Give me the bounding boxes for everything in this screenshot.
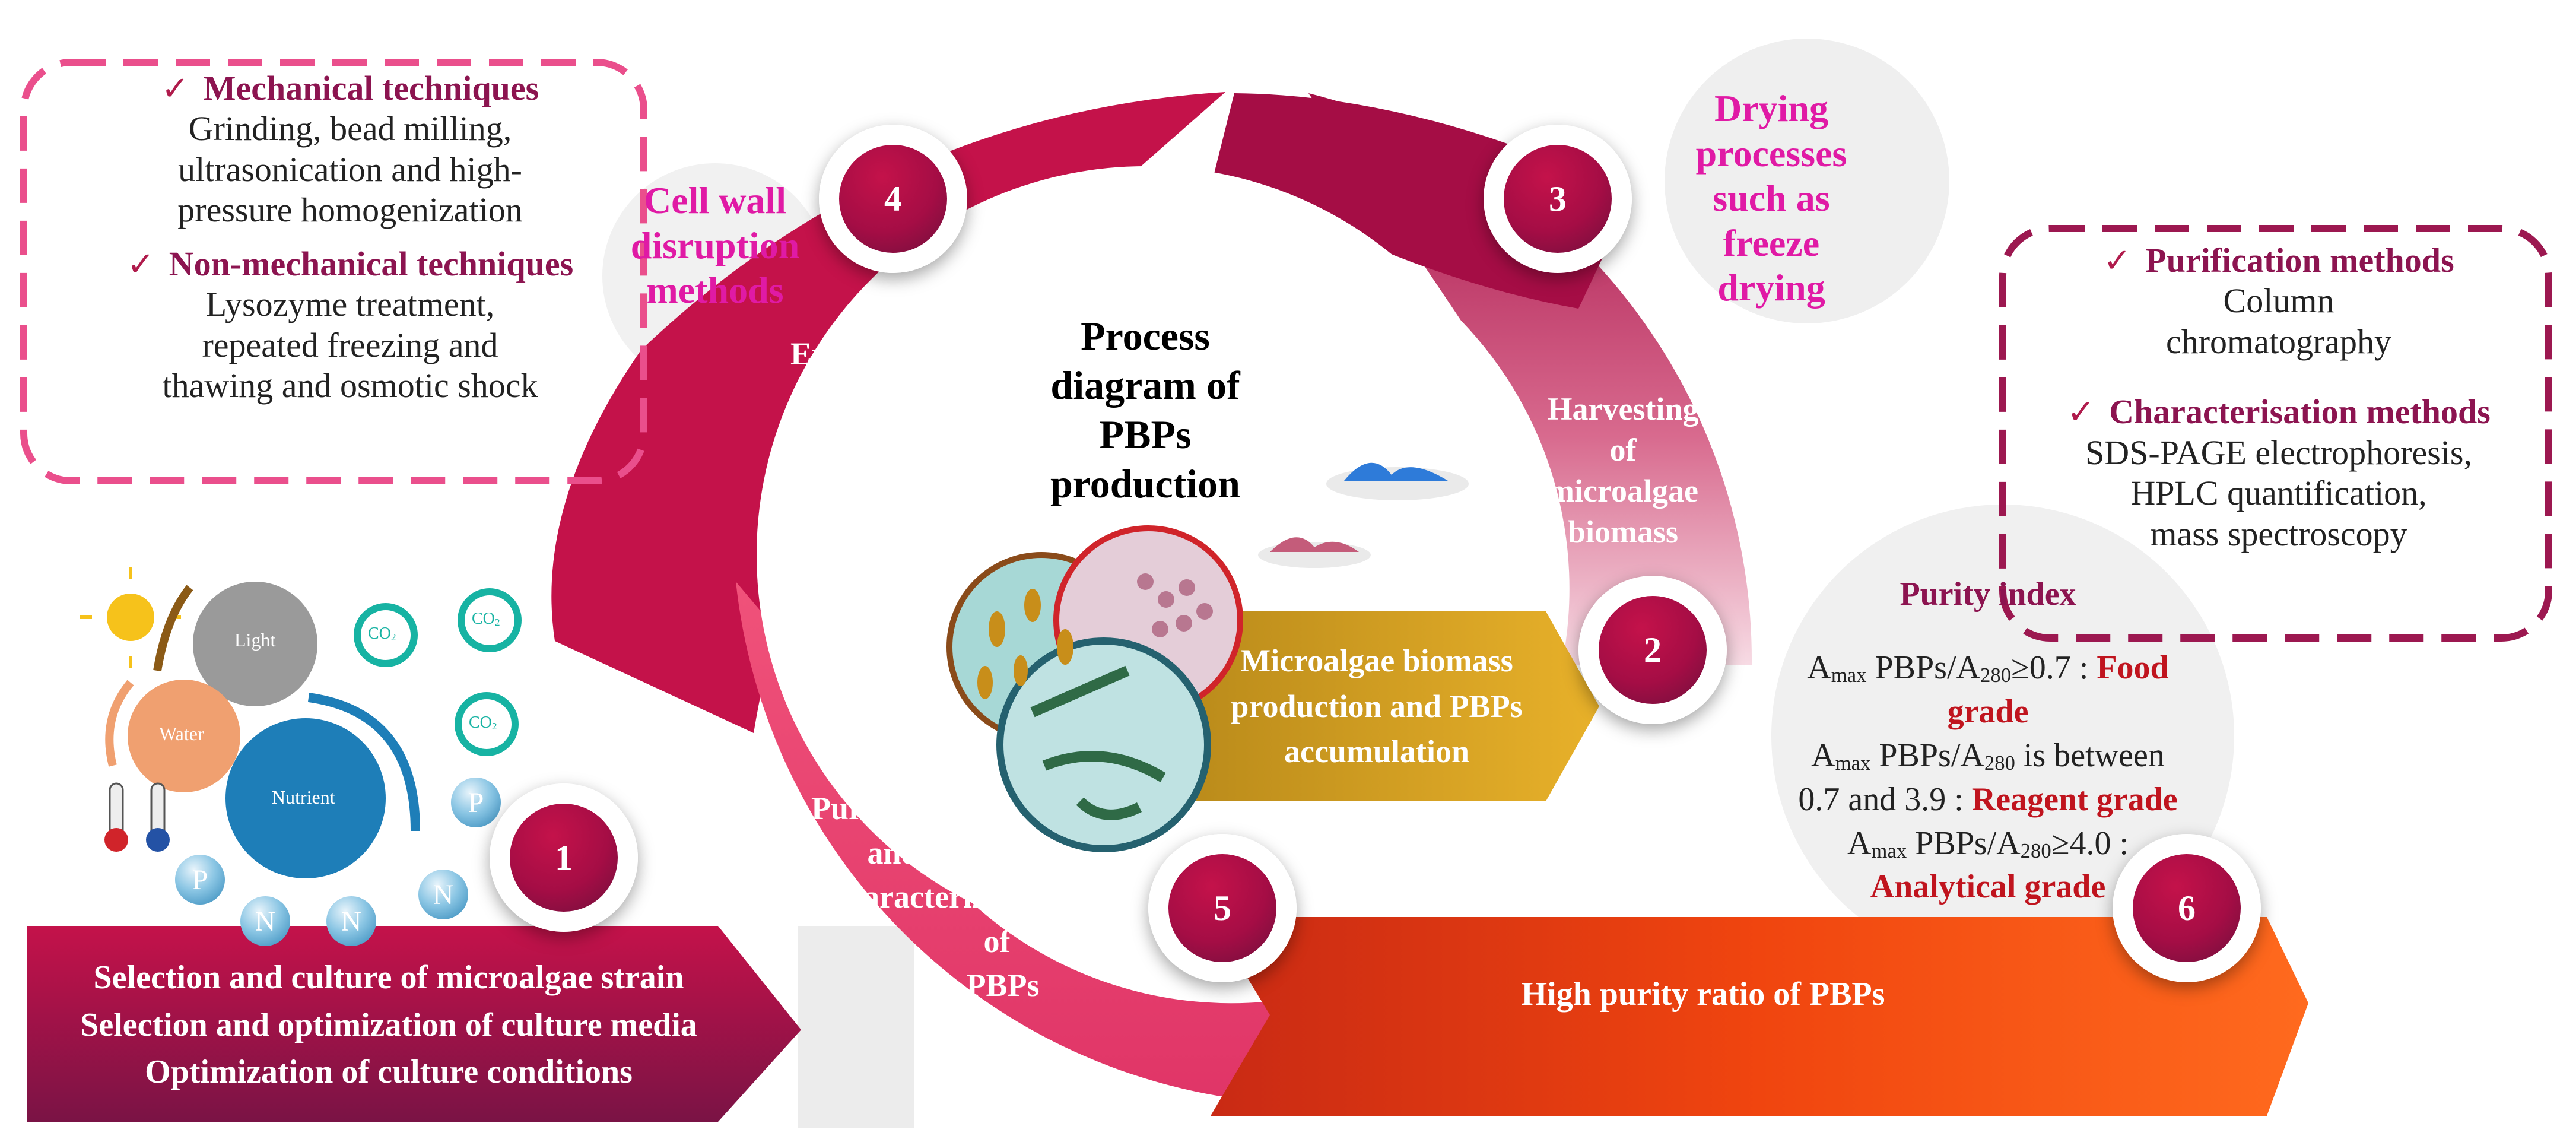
pink-powder (1270, 537, 1359, 552)
nitrogen-ball-1: N (240, 896, 290, 946)
check-icon: ✓ (126, 246, 155, 283)
mechanical-box-border (20, 59, 647, 484)
high-purity-label: High purity ratio of PBPs (1521, 976, 1885, 1013)
co2-label-1: CO2 (368, 624, 396, 643)
extraction-label: Extraction and isolation of PBPs (790, 336, 936, 570)
cell-dots-brown (977, 589, 1073, 699)
harvesting-label: Harvesting of microalgae biomass (1547, 391, 1699, 550)
nitrogen-ball-3: N (418, 870, 468, 919)
non-mechanical-heading: Non-mechanical techniques (169, 244, 574, 283)
sun-icon (107, 594, 154, 641)
high-purity-arrow (1211, 917, 2308, 1116)
step-circle-6: 6 (2113, 834, 2261, 982)
mechanical-box: ✓Mechanical techniques Grinding, bead mi… (126, 69, 574, 405)
purity-index: Purity index Amax PBPs/A280≥0.7 : Food g… (1745, 573, 2231, 909)
purity-backdrop (1771, 505, 2234, 967)
purification-heading: Purification methods (2145, 241, 2454, 280)
biomass-arrow (1178, 611, 1599, 801)
water-gear-icon (128, 680, 240, 792)
nutrient-label: Nutrient (272, 786, 335, 808)
purification-box: ✓Purification methods Column chromatogra… (2067, 241, 2491, 553)
co2-cycle-icon-3 (455, 692, 519, 756)
co2-cycle-icon-1 (354, 603, 418, 667)
biomass-label: Microalgae biomass production and PBPs a… (1231, 643, 1523, 770)
mechanical-heading: Mechanical techniques (203, 69, 539, 107)
purity-title: Purity index (1900, 576, 2076, 613)
water-label: Water (159, 723, 204, 744)
co2-label-2: CO2 (472, 610, 500, 629)
shadow-ramp (798, 926, 914, 1128)
selection-arrow (27, 926, 801, 1122)
co2-cycle-icon-2 (458, 588, 522, 652)
purification-arc (736, 582, 1300, 1101)
water-arrow-icon (105, 680, 134, 767)
check-icon: ✓ (2103, 243, 2132, 280)
phosphorus-ball-1: P (451, 778, 501, 827)
light-gear-icon (193, 582, 317, 706)
cell-wall-label: Cell wall disruption methods (630, 179, 800, 312)
cell-dots-pink (1137, 573, 1213, 637)
page-title: Process diagram of PBPs production (1050, 313, 1240, 506)
step-circle-4: 4 (819, 125, 967, 273)
nitrogen-ball-2: N (326, 896, 376, 946)
check-icon: ✓ (161, 71, 189, 107)
co2-label-3: CO2 (469, 713, 497, 732)
light-label: Light (234, 629, 276, 651)
phosphorus-ball-2: P (175, 855, 225, 905)
purification-box-border (1999, 225, 2552, 642)
selection-label: Selection and culture of microalgae stra… (80, 959, 697, 1091)
characterisation-heading: Characterisation methods (2109, 392, 2491, 432)
drying-backdrop (1665, 39, 1949, 323)
dish-pink (1258, 542, 1371, 568)
nutrient-gear-icon (225, 718, 386, 878)
growth-arrow-icon (153, 585, 193, 672)
nutrient-arrow-icon (307, 693, 420, 832)
step-circle-1: 1 (490, 783, 638, 932)
blue-powder (1344, 462, 1448, 481)
microscope-image-3 (996, 637, 1211, 852)
step-circle-5: 5 (1148, 834, 1297, 982)
step-circle-2: 2 (1578, 576, 1727, 724)
step-circle-3: 3 (1484, 125, 1632, 273)
check-icon: ✓ (2067, 394, 2095, 432)
drying-label: Drying processes such as freeze drying (1695, 87, 1847, 309)
purification-label: Purification and characterization of PBP… (811, 791, 1056, 1004)
spirulina-filaments (1030, 665, 1166, 820)
